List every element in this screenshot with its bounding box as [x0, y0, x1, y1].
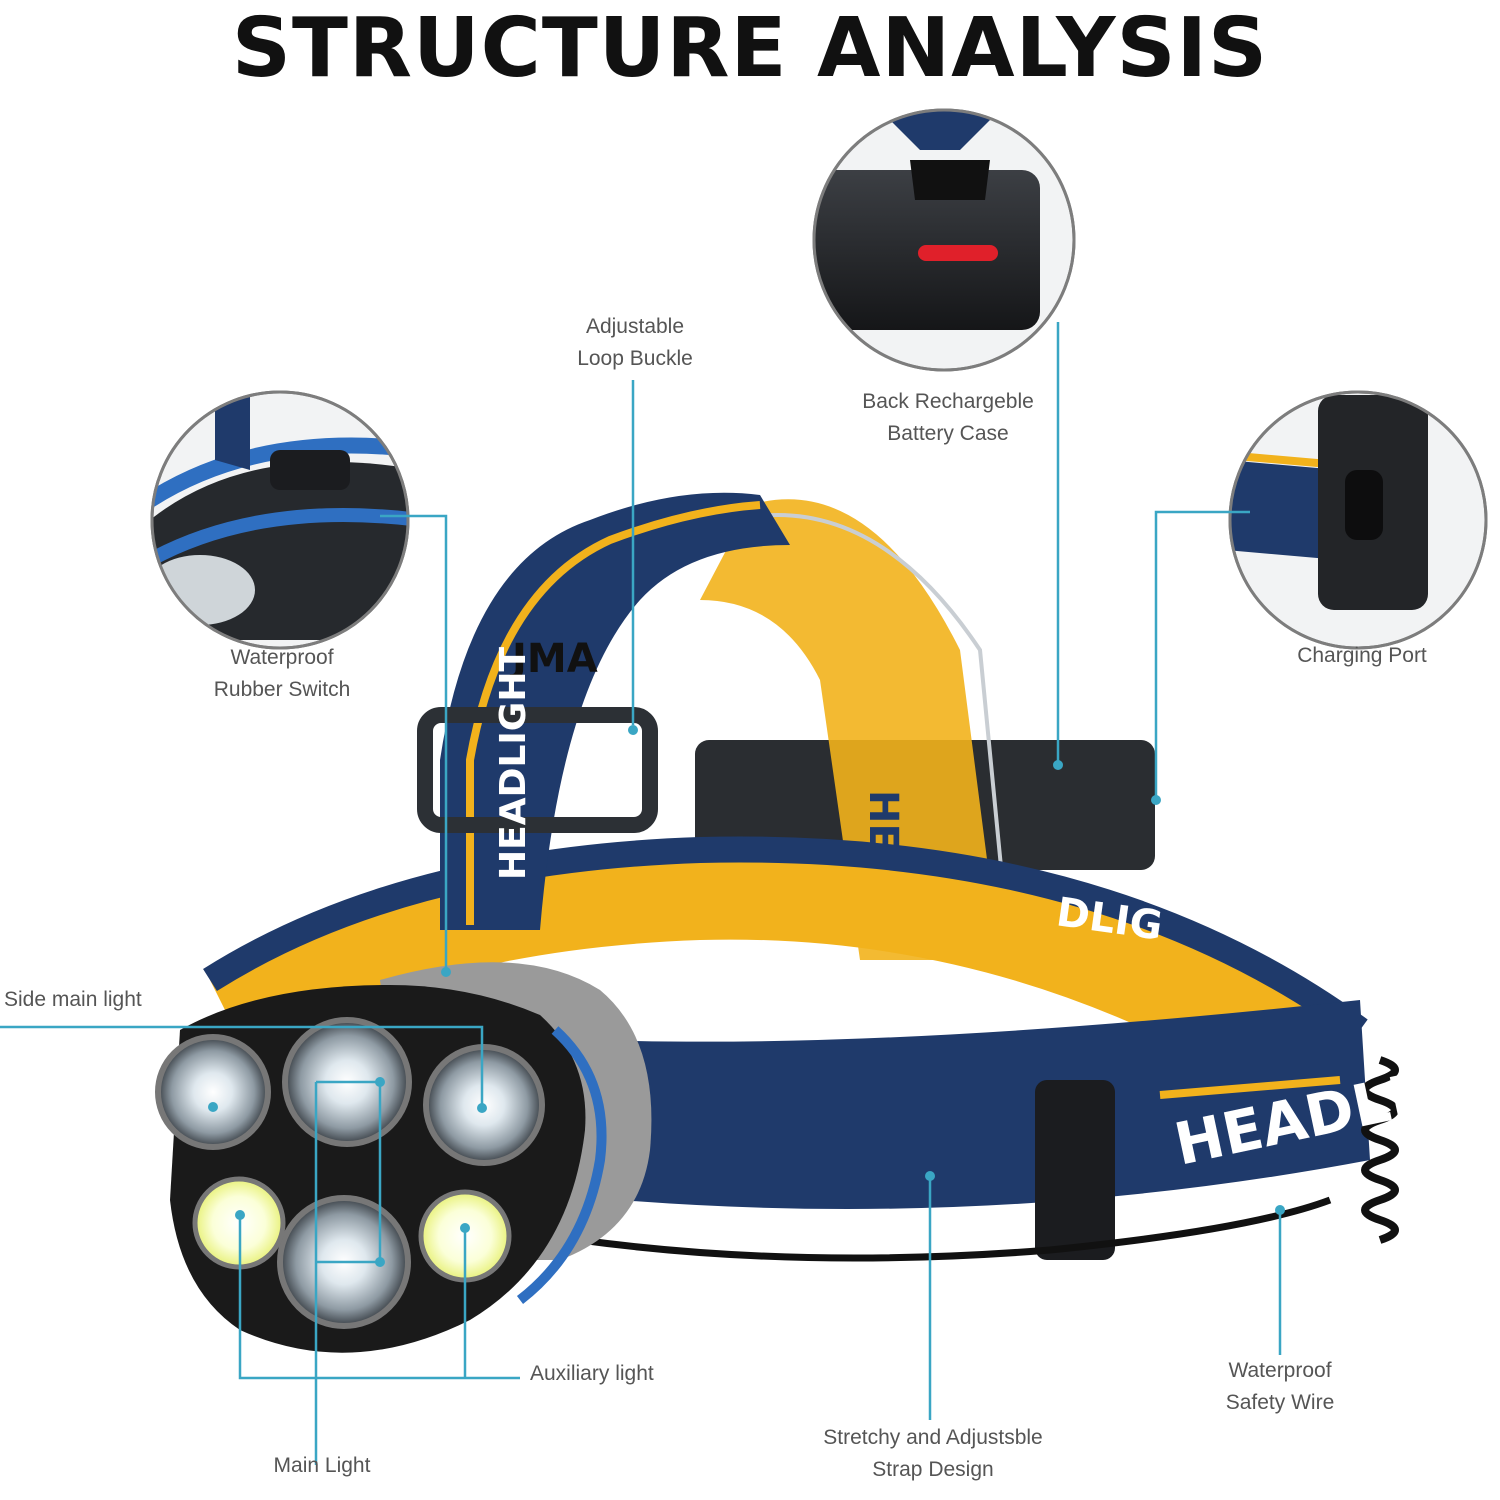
callout-charging-port: Charging Port: [1297, 644, 1427, 667]
callout-waterproof-rubber-switch: Waterproof Rubber Switch: [213, 646, 351, 701]
detail-circle-rubber-switch: [150, 390, 410, 650]
leader-lines: [0, 322, 1282, 1465]
callout-adjustable-loop-buckle: Adjustable Loop Buckle: [577, 315, 693, 370]
detail-circle-charging-port: [1228, 390, 1488, 650]
page-title: STRUCTURE ANALYSIS: [231, 1, 1269, 96]
callout-waterproof-safety-wire: Waterproof Safety Wire: [1225, 1359, 1335, 1414]
leader-dots: [208, 725, 1285, 1267]
callout-main-light: Main Light: [273, 1454, 371, 1477]
callout-stretchy-strap-design: Stretchy and Adjustsble Strap Design: [823, 1426, 1043, 1481]
callout-back-rechargeable-battery-case: Back Rechargeble Battery Case: [862, 390, 1034, 445]
detail-circle-battery-case: [812, 108, 1076, 372]
strap-text-top: HEADLIGHT: [493, 647, 534, 880]
strap-text-brand: JMA: [509, 636, 598, 682]
callout-auxiliary-light: Auxiliary light: [530, 1362, 654, 1385]
headlamp-illustration: [155, 492, 1399, 1353]
callout-side-main-light: Side main light: [4, 988, 142, 1011]
strap-text-vertical: HE: [860, 790, 906, 851]
